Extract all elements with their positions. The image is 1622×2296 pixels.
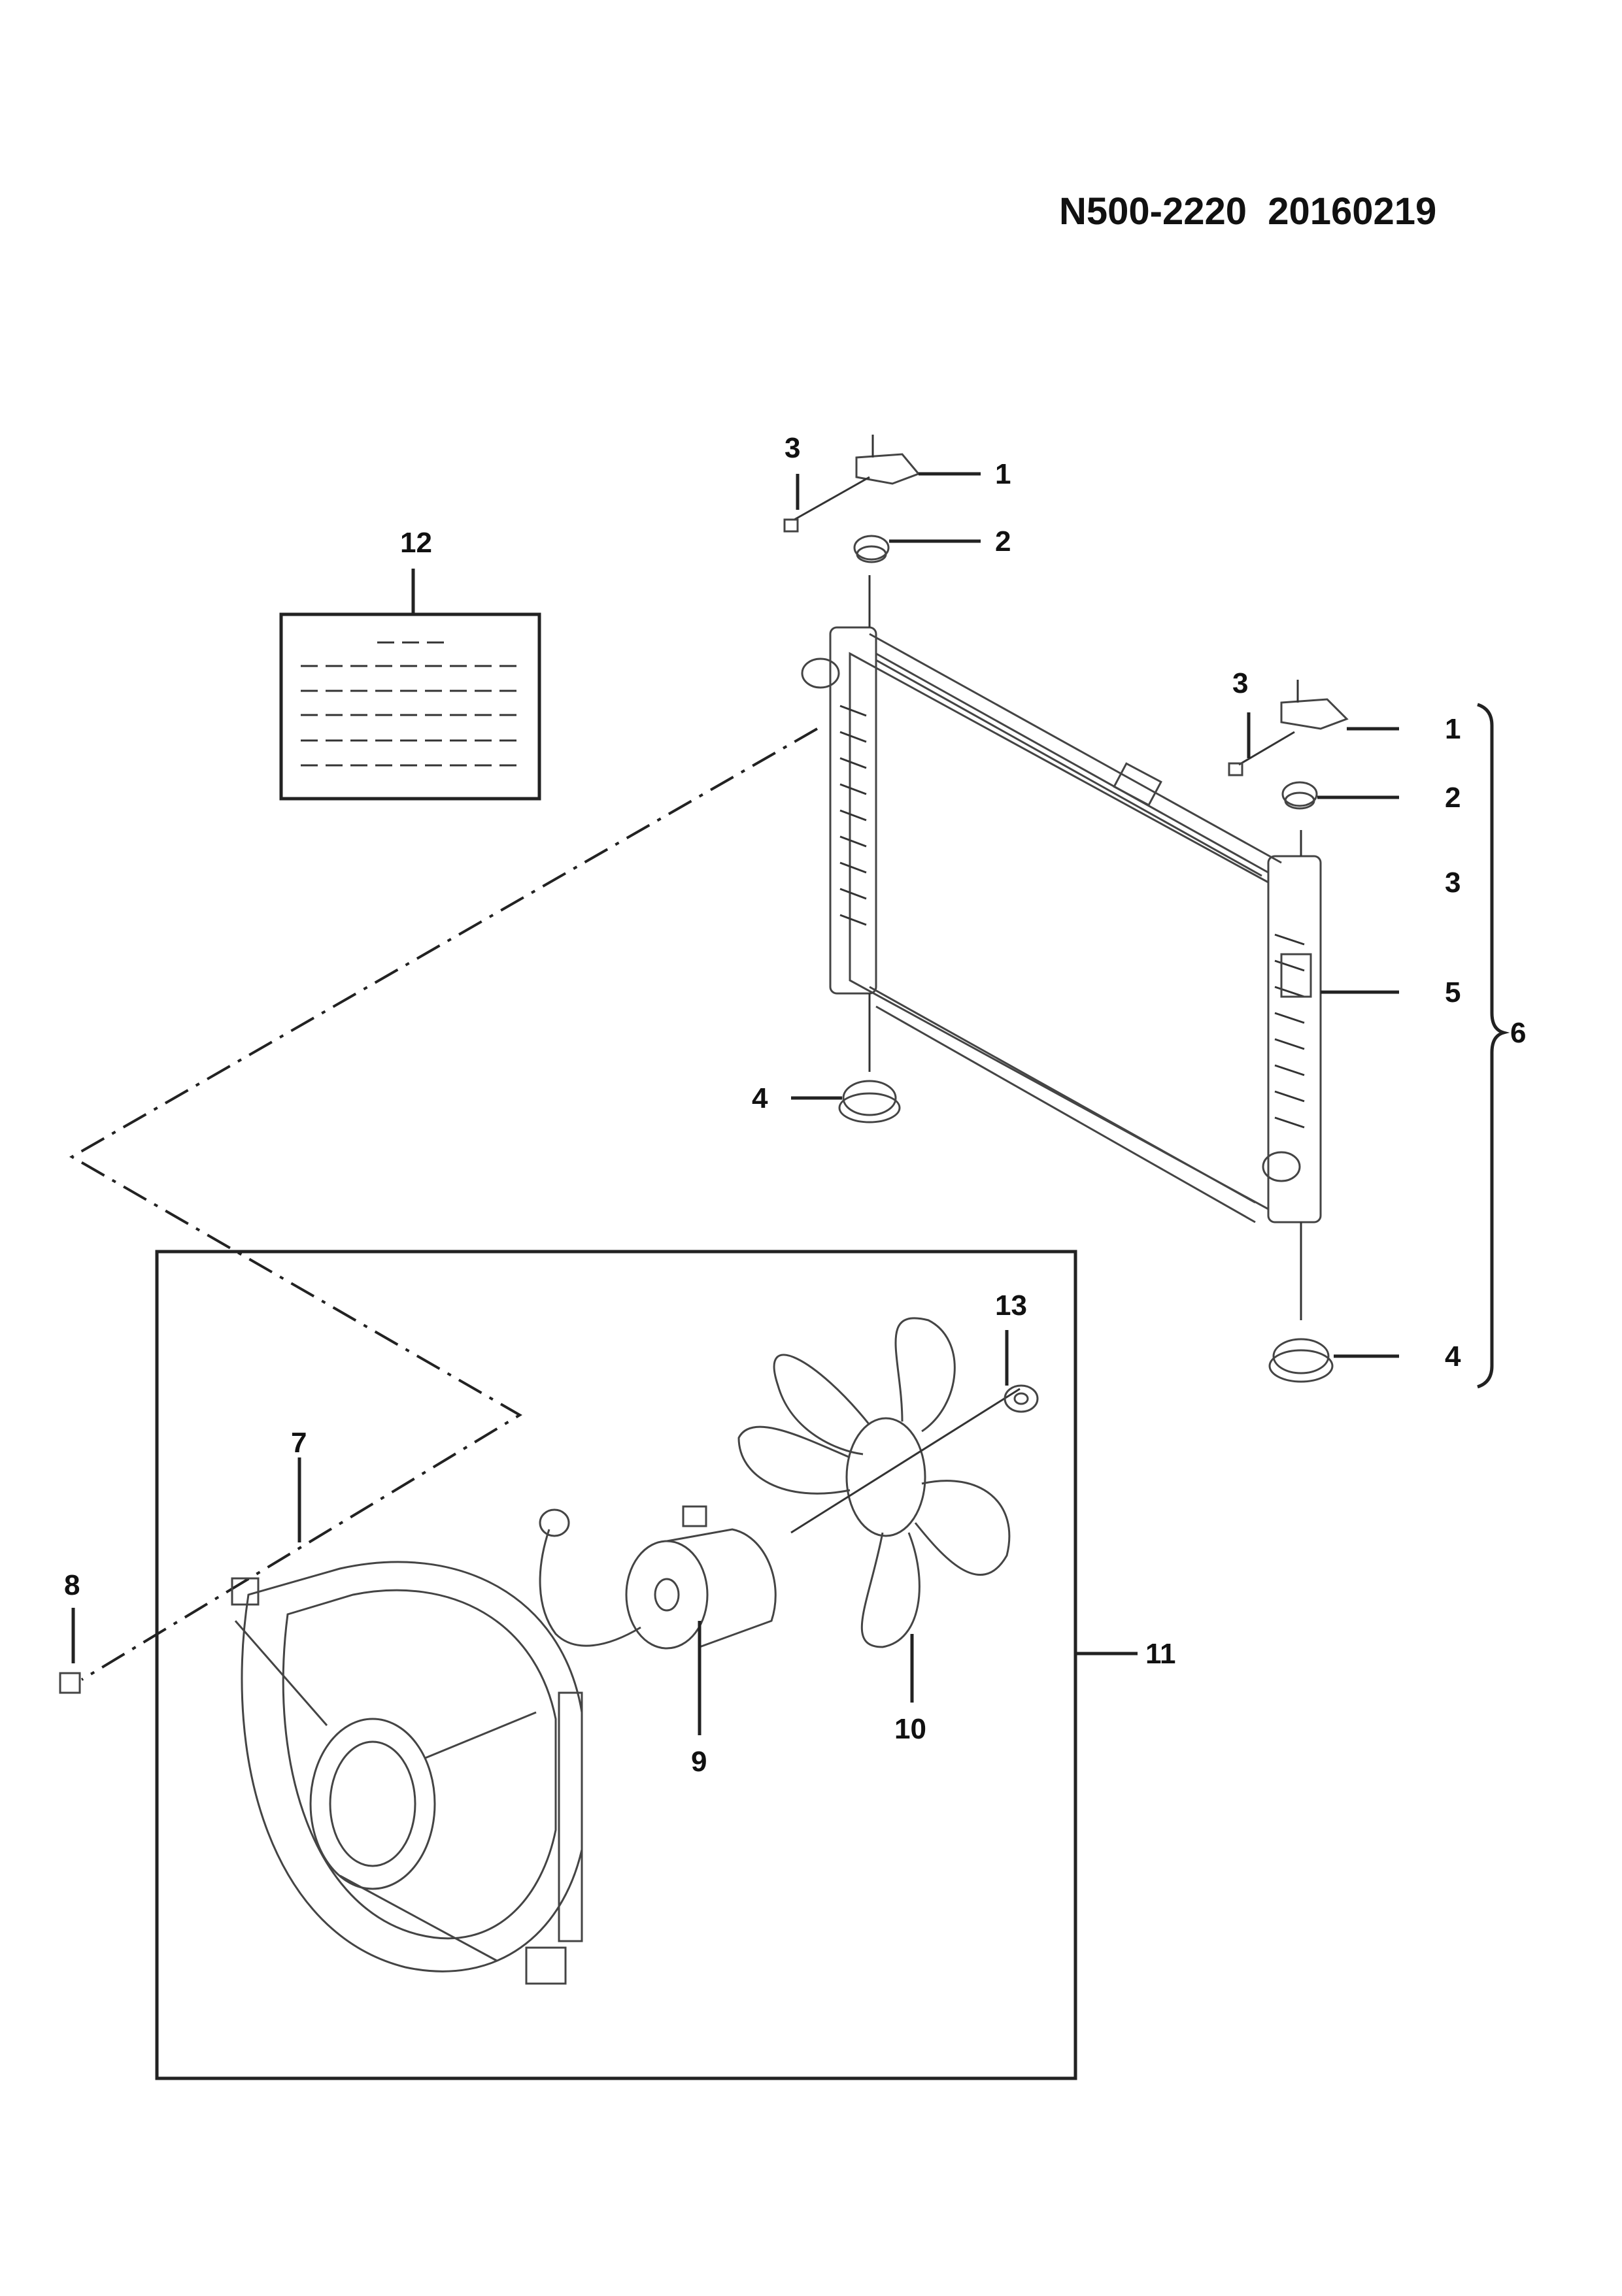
callout-8: 8 xyxy=(64,1569,80,1601)
upper-mount-right xyxy=(1228,680,1349,810)
callout-3-right: 3 xyxy=(1232,667,1248,699)
shroud-bolt xyxy=(59,1608,81,1694)
radiator xyxy=(801,575,1322,1320)
callout-4-right: 4 xyxy=(1445,1340,1461,1373)
callout-9: 9 xyxy=(691,1746,707,1778)
callout-6: 6 xyxy=(1510,1017,1526,1049)
callout-13: 13 xyxy=(995,1289,1027,1322)
upper-mount-left xyxy=(783,435,921,563)
lower-mount-left xyxy=(838,1080,901,1123)
fan-assembly-box xyxy=(155,1250,1077,2080)
callout-3-bracket: 3 xyxy=(1445,867,1461,899)
nut xyxy=(1004,1330,1039,1413)
callout-11: 11 xyxy=(1145,1638,1176,1670)
leader-lines xyxy=(297,472,1399,1655)
callout-1-right: 1 xyxy=(1445,713,1461,745)
callout-2-left: 2 xyxy=(995,525,1011,557)
lower-mount-right xyxy=(1268,1338,1334,1383)
callout-1-left: 1 xyxy=(995,458,1011,490)
callout-7: 7 xyxy=(291,1427,307,1459)
callouts: 3 1 2 3 1 2 3 5 6 4 4 12 13 7 8 9 10 11 xyxy=(64,432,1526,1778)
callout-5: 5 xyxy=(1445,976,1461,1008)
fan-blade xyxy=(737,1317,1021,1703)
connection-line xyxy=(69,727,818,1681)
fan-shroud xyxy=(231,1561,583,1985)
callout-12: 12 xyxy=(400,527,432,559)
document-id: N500-2220 20160219 xyxy=(1059,190,1437,233)
fan-motor xyxy=(539,1505,777,1735)
assembly-bracket xyxy=(1477,703,1510,1389)
callout-4-left: 4 xyxy=(752,1082,768,1114)
callout-10: 10 xyxy=(894,1713,926,1745)
callout-2-right: 2 xyxy=(1445,782,1461,814)
label-sticker xyxy=(279,569,541,801)
callout-3-left: 3 xyxy=(785,432,800,464)
